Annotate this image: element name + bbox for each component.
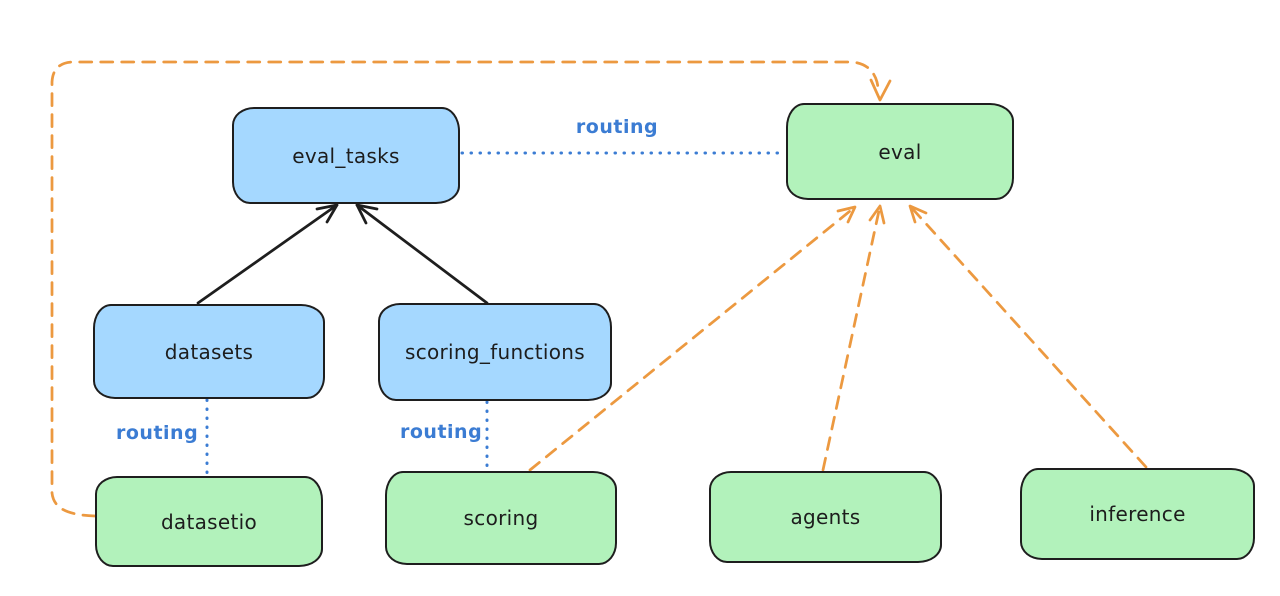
edge-inference-to-eval [908,204,1148,469]
edge-inference-to-eval-arrowhead [908,204,928,224]
node-datasetio-label: datasetio [160,509,258,534]
node-agents: agents [709,471,942,563]
node-datasetio: datasetio [95,476,323,567]
node-datasets-label: datasets [164,339,254,364]
node-datasets: datasets [93,304,325,399]
node-inference: inference [1020,468,1255,560]
node-eval-label: eval [878,139,922,164]
node-scoring-functions: scoring_functions [378,303,612,401]
edge-datasets-to-eval-tasks-arrowhead [315,203,339,224]
edge-agents-to-eval-arrowhead [868,204,886,225]
edge-datasetio-to-eval-arrowhead [869,78,892,102]
edge-label-routing-scoring-functions-scoring: routing [400,421,483,443]
edge-label-routing-datasets-datasetio: routing [116,422,199,444]
edge-scoring-to-eval-arrowhead [836,205,857,224]
node-inference-label: inference [1089,502,1186,526]
edge-scoring-functions-to-eval-tasks-arrowhead [355,203,379,225]
node-eval-tasks-label: eval_tasks [292,143,400,168]
edge-datasetio-to-eval [50,60,881,518]
edge-agents-to-eval [821,204,882,472]
node-eval: eval [786,103,1014,200]
node-scoring-functions-label: scoring_functions [404,340,586,364]
edge-label-routing-eval-tasks-eval: routing [575,116,659,138]
node-scoring-label: scoring [463,506,539,530]
node-agents-label: agents [790,505,861,529]
node-scoring: scoring [385,471,617,565]
node-eval-tasks: eval_tasks [232,107,460,204]
edge-scoring-functions-to-eval-tasks [355,203,489,305]
edge-datasets-to-eval-tasks [196,203,339,305]
